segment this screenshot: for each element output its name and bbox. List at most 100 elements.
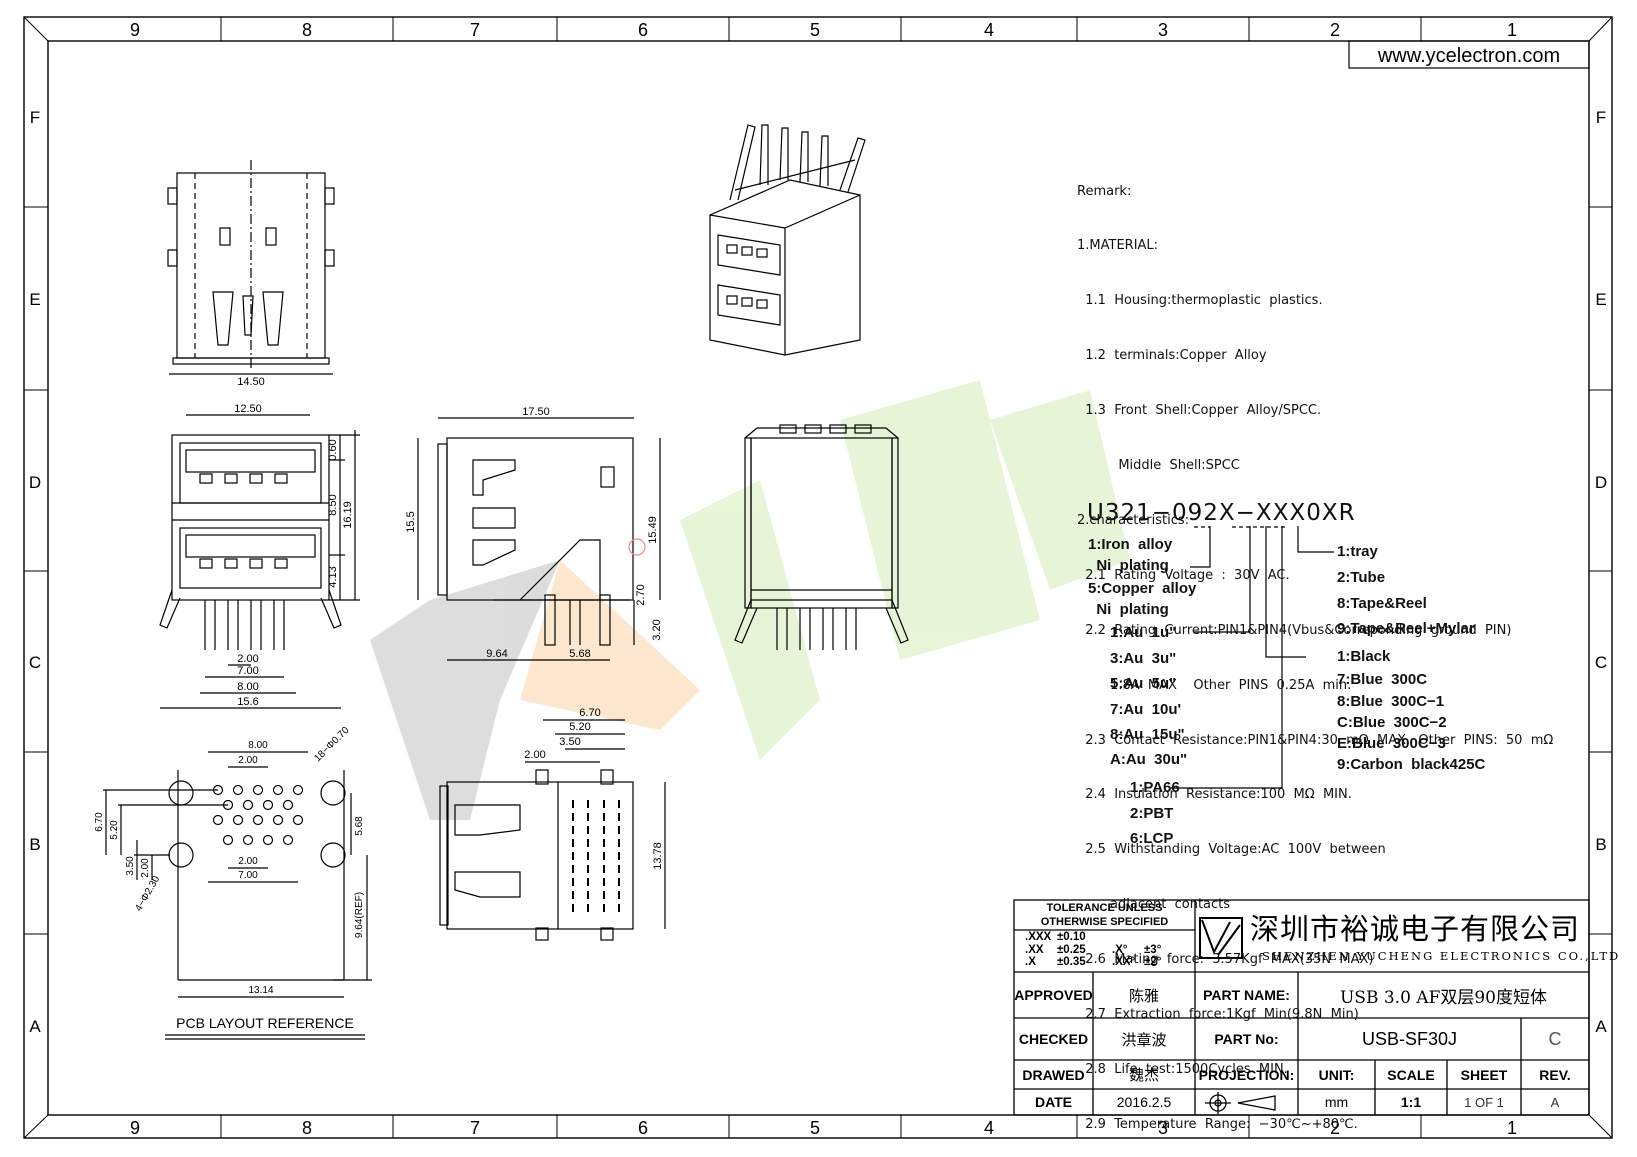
tolerance-title: OTHERWISE SPECIFIED xyxy=(1040,915,1169,928)
gold-option: 1:Au 1u" xyxy=(1110,624,1177,641)
material-option: 2:PBT xyxy=(1130,805,1174,822)
gold-option: 8:Au 15u" xyxy=(1110,726,1185,743)
color-option: 1:Black xyxy=(1337,648,1391,665)
rev-label: REV. xyxy=(1539,1066,1571,1083)
svg-text:8.00: 8.00 xyxy=(248,740,268,751)
website-box xyxy=(1348,40,1590,69)
inner-frame xyxy=(47,40,1590,1116)
remark-line: adjacent contacts xyxy=(1077,897,1231,913)
material-option: 1:PA66 xyxy=(1130,779,1180,796)
svg-text:2.00: 2.00 xyxy=(238,856,258,867)
svg-text:15.5: 15.5 xyxy=(405,511,417,532)
col-label: 3 xyxy=(1158,1118,1168,1138)
remark-line: 2.8 Life test:1500Cycles MIN. xyxy=(1077,1061,1288,1077)
gold-option: 7:Au 10u' xyxy=(1110,701,1182,718)
remark-line: 2.characteristics: xyxy=(1077,512,1190,528)
svg-text:3.20: 3.20 xyxy=(651,619,663,640)
row-label: C xyxy=(1595,653,1607,672)
date-value: 2016.2.5 xyxy=(1116,1094,1172,1110)
row-label: D xyxy=(29,473,41,492)
tol-key xyxy=(1112,931,1144,944)
company-logo-icon xyxy=(1199,917,1243,959)
col-label: 5 xyxy=(810,20,820,40)
col-label: 6 xyxy=(638,20,648,40)
svg-text:6.70: 6.70 xyxy=(94,812,105,832)
unit-value: mm xyxy=(1324,1094,1349,1110)
svg-text:4−Φ2.30: 4−Φ2.30 xyxy=(133,874,162,914)
col-label: 1 xyxy=(1507,1118,1517,1138)
row-label: C xyxy=(29,653,41,672)
projection-symbol-icon xyxy=(1205,1092,1276,1114)
material-option: 6:LCP xyxy=(1130,830,1174,847)
tol-key: .XX xyxy=(1025,943,1044,956)
tol-val: ±0.35 xyxy=(1057,956,1086,968)
side-view: 17.50 15.5 15.49 2.70 3.20 9.64 5.68 xyxy=(405,406,663,661)
col-label: 4 xyxy=(984,1118,994,1138)
drawed-name: 魏杰 xyxy=(1128,1066,1159,1084)
col-label: 5 xyxy=(810,1118,820,1138)
tol-val: ±0.10 xyxy=(1057,931,1086,943)
part-no-label: PART No: xyxy=(1214,1031,1279,1047)
title-block-grid xyxy=(1013,899,1590,1116)
end-view xyxy=(734,424,909,650)
scale-label: SCALE xyxy=(1387,1066,1435,1083)
col-label: 2 xyxy=(1330,20,1340,40)
svg-text:13.14: 13.14 xyxy=(248,985,273,996)
svg-text:9.64: 9.64 xyxy=(486,648,507,660)
row-label: D xyxy=(1595,473,1607,492)
col-label: 8 xyxy=(302,1118,312,1138)
remarks-block: Remark: 1.MATERIAL: 1.1 Housing:thermopl… xyxy=(1077,146,1553,1152)
svg-text:16.19: 16.19 xyxy=(342,501,354,529)
code-leader-lines xyxy=(1170,526,1334,789)
website-text: www.ycelectron.com xyxy=(1377,45,1560,67)
part-no-value: USB-SF30J xyxy=(1361,1028,1458,1049)
drawed-label: DRAWED xyxy=(1022,1066,1085,1083)
scale-value: 1:1 xyxy=(1400,1094,1422,1110)
gold-option: 3:Au 3u" xyxy=(1110,650,1177,667)
part-code: U321−092X−XXX0XR xyxy=(1087,500,1356,526)
svg-text:2.00: 2.00 xyxy=(524,749,545,761)
svg-text:7.00: 7.00 xyxy=(238,870,258,881)
isometric-view xyxy=(709,124,866,356)
color-option: 7:Blue 300C xyxy=(1337,671,1428,688)
remark-line: Middle Shell:SPCC xyxy=(1077,458,1240,474)
part-name-value: USB 3.0 AF双层90度短体 xyxy=(1339,987,1547,1008)
pcb-layout: 8.00 2.00 18−Φ0.70 6.70 5.20 5.68 2.00 7… xyxy=(94,725,372,1040)
svg-text:15.6: 15.6 xyxy=(237,696,258,708)
row-label: A xyxy=(1595,1017,1607,1036)
tol-key: .X° xyxy=(1112,943,1128,956)
row-label: E xyxy=(1595,290,1606,309)
remark-line: 2.9 Temperature Range: −30℃~+80℃. xyxy=(1077,1116,1358,1132)
svg-text:5.20: 5.20 xyxy=(569,721,590,733)
tol-key: .XXX xyxy=(1025,931,1052,943)
row-label: F xyxy=(30,108,40,127)
row-label: F xyxy=(1596,108,1606,127)
tol-key: .X xyxy=(1025,956,1036,968)
svg-text:17.50: 17.50 xyxy=(522,406,550,418)
svg-text:5.68: 5.68 xyxy=(569,648,590,660)
approved-label: APPROVED xyxy=(1014,987,1093,1003)
svg-text:2.00: 2.00 xyxy=(140,858,151,878)
tol-val: ±2° xyxy=(1144,956,1162,968)
remark-line: 1.3 Front Shell:Copper Alloy/SPCC. xyxy=(1077,403,1322,419)
sheet-value: 1 OF 1 xyxy=(1464,1094,1504,1110)
svg-text:8.50: 8.50 xyxy=(327,494,339,515)
row-label: B xyxy=(1595,835,1606,854)
svg-text:6.70: 6.70 xyxy=(579,707,600,719)
svg-text:5.20: 5.20 xyxy=(109,820,120,840)
color-option: 9:Carbon black425C xyxy=(1337,756,1486,773)
svg-text:18−Φ0.70: 18−Φ0.70 xyxy=(312,725,351,764)
checked-label: CHECKED xyxy=(1018,1031,1089,1047)
col-label: 9 xyxy=(130,1118,140,1138)
svg-text:12.50: 12.50 xyxy=(234,403,262,415)
rev-value: A xyxy=(1550,1094,1560,1110)
unit-label: UNIT: xyxy=(1318,1066,1355,1083)
tolerance-table: .XXX±0.10 .XX±0.25.X°±3° .X±0.35.XX°±2° xyxy=(1025,931,1190,969)
tolerance-title: TOLERANCE UNLESS xyxy=(1046,901,1163,914)
col-label: 7 xyxy=(470,20,480,40)
remark-line: 2.5 Withstanding Voltage:AC 100V between xyxy=(1077,842,1386,858)
col-label: 1 xyxy=(1507,20,1517,40)
gold-option: A:Au 30u" xyxy=(1110,751,1188,768)
remark-line: 2.2 Rating Current:PIN1&PIN4(Vbus&Correp… xyxy=(1077,622,1512,638)
